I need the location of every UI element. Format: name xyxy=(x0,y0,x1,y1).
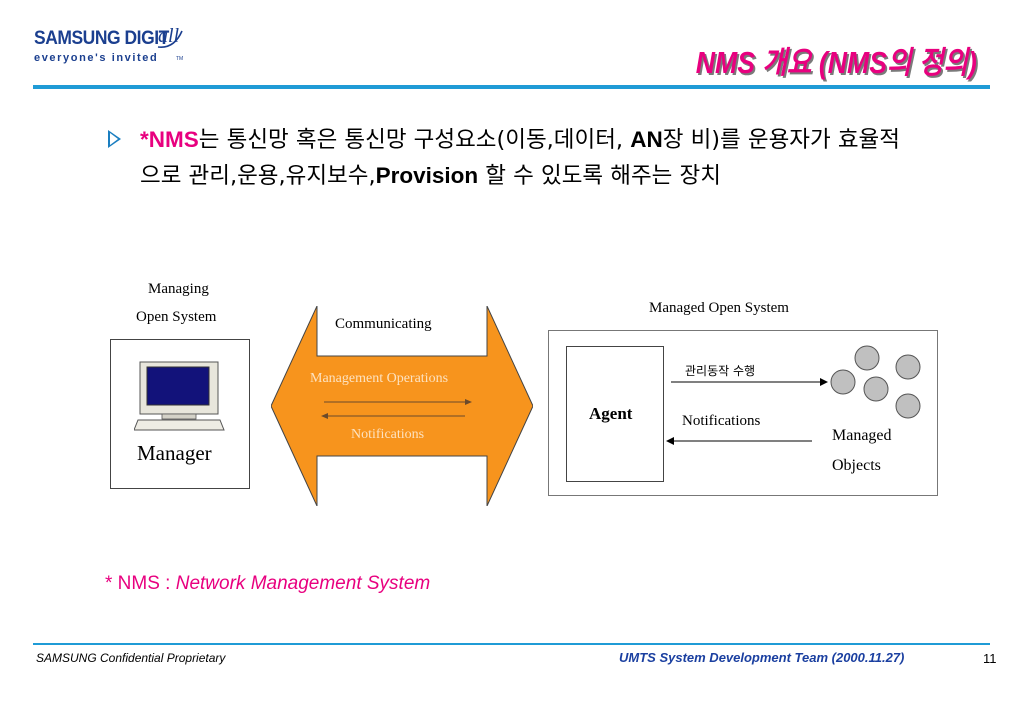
managed-object-icon xyxy=(895,354,921,380)
managed-object-icon xyxy=(863,376,889,402)
bullet-arrow-icon xyxy=(108,130,121,148)
bullet-text-provision: Provision xyxy=(375,163,479,188)
logo-tm: TM xyxy=(176,56,184,62)
bullet-text-an: AN xyxy=(630,127,663,152)
managed-system-box xyxy=(548,330,938,496)
logo-swoosh-icon xyxy=(157,30,183,48)
managed-objects-line2: Objects xyxy=(832,457,881,474)
nms-mark: *NMS xyxy=(140,127,199,152)
page-number: 11 xyxy=(983,651,997,666)
management-operations-label: Management Operations xyxy=(310,371,449,386)
managed-object-icon xyxy=(895,393,921,419)
definition-bullet: *NMS는 통신망 혹은 통신망 구성요소(이동,데이터, AN장 비)를 운용… xyxy=(140,122,920,194)
managed-objects-line1: Managed xyxy=(832,427,892,444)
agent-object-arrows xyxy=(666,345,921,445)
logo-brand-suffix: all xyxy=(158,25,180,47)
notifications-right-label: Notifications xyxy=(682,413,761,429)
managing-label-line1: Managing xyxy=(148,281,209,297)
operation-exec-label: 관리동작 수행 xyxy=(685,364,756,378)
managed-object-icon xyxy=(830,369,856,395)
footnote-expansion: Network Management System xyxy=(175,573,431,594)
manager-label: Manager xyxy=(137,441,212,465)
logo-brand: SAMSUNG DIGIT xyxy=(34,28,169,49)
footer-team: UMTS System Development Team (2000.11.27… xyxy=(619,650,905,665)
managing-label-line2: Open System xyxy=(136,309,217,325)
managed-system-label: Managed Open System xyxy=(649,300,789,316)
title-divider xyxy=(33,85,990,89)
logo-tagline: everyone's invited xyxy=(34,52,159,64)
computer-icon xyxy=(134,361,225,431)
footer-confidential: SAMSUNG Confidential Proprietary xyxy=(36,651,226,665)
bullet-text-part2: 장 비)를 운용자가 효율적으로 관리,운용,유지보수, xyxy=(140,127,900,189)
bullet-text-part1: 는 통신망 혹은 통신망 구성요소(이동,데이터, xyxy=(198,127,631,153)
bullet-text-part3: 할 수 있도록 해주는 장치 xyxy=(478,163,721,189)
nms-footnote: * NMS : Network Management System xyxy=(105,573,430,595)
managed-object-icon xyxy=(854,345,880,371)
communicating-label: Communicating xyxy=(335,316,432,332)
footnote-prefix: * NMS : xyxy=(105,573,176,594)
footer-divider xyxy=(33,643,990,645)
samsung-digitall-logo: SAMSUNG DIGIT all everyone's invited TM xyxy=(34,25,194,71)
manager-box xyxy=(110,339,250,489)
communicating-double-arrow xyxy=(271,306,533,506)
notifications-center-label: Notifications xyxy=(351,427,425,442)
slide-title: NMS 개요 (NMS의 정의) xyxy=(695,45,977,80)
agent-label: Agent xyxy=(589,404,633,423)
agent-box xyxy=(566,346,664,482)
